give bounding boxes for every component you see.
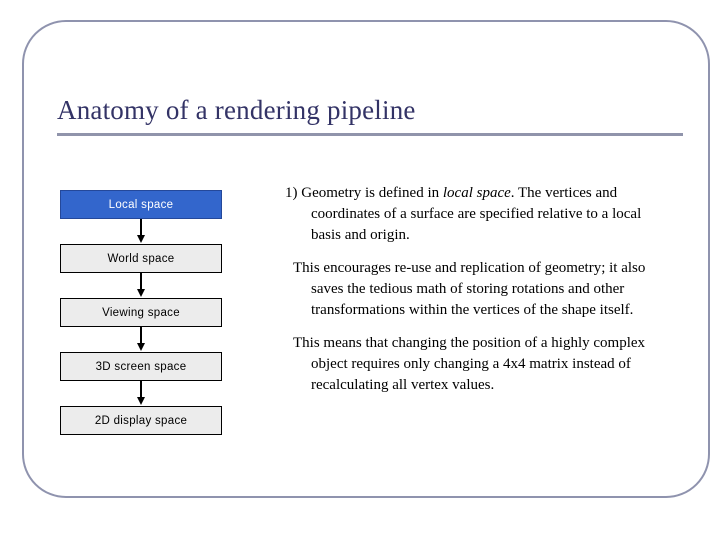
flow-box-viewing-space[interactable]: Viewing space: [60, 298, 222, 327]
flow-box-label: Viewing space: [102, 306, 180, 319]
arrow-head-icon: [137, 343, 145, 351]
arrow-head-icon: [137, 235, 145, 243]
paragraph-1-suffix: . The vertices and coordinates of a surf…: [311, 185, 642, 243]
body-paragraph-2: This encourages re-use and replication o…: [293, 260, 646, 318]
arrow-stem: [140, 327, 142, 345]
flow-arrow-3: [60, 327, 222, 352]
flow-box-label: Local space: [108, 198, 174, 211]
paragraph-1-prefix: 1) Geometry is defined in: [285, 185, 443, 201]
flow-box-2d-display-space[interactable]: 2D display space: [60, 406, 222, 435]
flow-step-viewing-space: Viewing space: [60, 298, 222, 327]
flow-arrow-1: [60, 219, 222, 244]
arrow-head-icon: [137, 289, 145, 297]
pipeline-flowchart: Local space World space Viewing space: [60, 190, 222, 435]
title-underline-rule: [57, 133, 683, 136]
flow-box-3d-screen-space[interactable]: 3D screen space: [60, 352, 222, 381]
flow-step-3d-screen-space: 3D screen space: [60, 352, 222, 381]
flow-box-world-space[interactable]: World space: [60, 244, 222, 273]
flow-box-label: 2D display space: [94, 414, 188, 427]
arrow-stem: [140, 273, 142, 291]
paragraph-1-emphasis: local space: [442, 185, 511, 201]
flow-step-local-space: Local space: [60, 190, 222, 219]
body-paragraph-1: 1) Geometry is defined in local space. T…: [285, 183, 667, 246]
arrow-stem: [140, 381, 142, 399]
body-paragraph-3: This means that changing the position of…: [293, 335, 646, 393]
flow-box-local-space[interactable]: Local space: [60, 190, 222, 219]
flow-box-label: World space: [107, 252, 175, 265]
flow-step-2d-display-space: 2D display space: [60, 406, 222, 435]
body-text-block: 1) Geometry is defined in local space. T…: [285, 183, 667, 396]
arrow-head-icon: [137, 397, 145, 405]
flow-arrow-2: [60, 273, 222, 298]
page-title: Anatomy of a rendering pipeline: [57, 95, 416, 125]
arrow-stem: [140, 219, 142, 237]
flow-arrow-4: [60, 381, 222, 406]
flow-box-label: 3D screen space: [95, 360, 187, 373]
flow-step-world-space: World space: [60, 244, 222, 273]
